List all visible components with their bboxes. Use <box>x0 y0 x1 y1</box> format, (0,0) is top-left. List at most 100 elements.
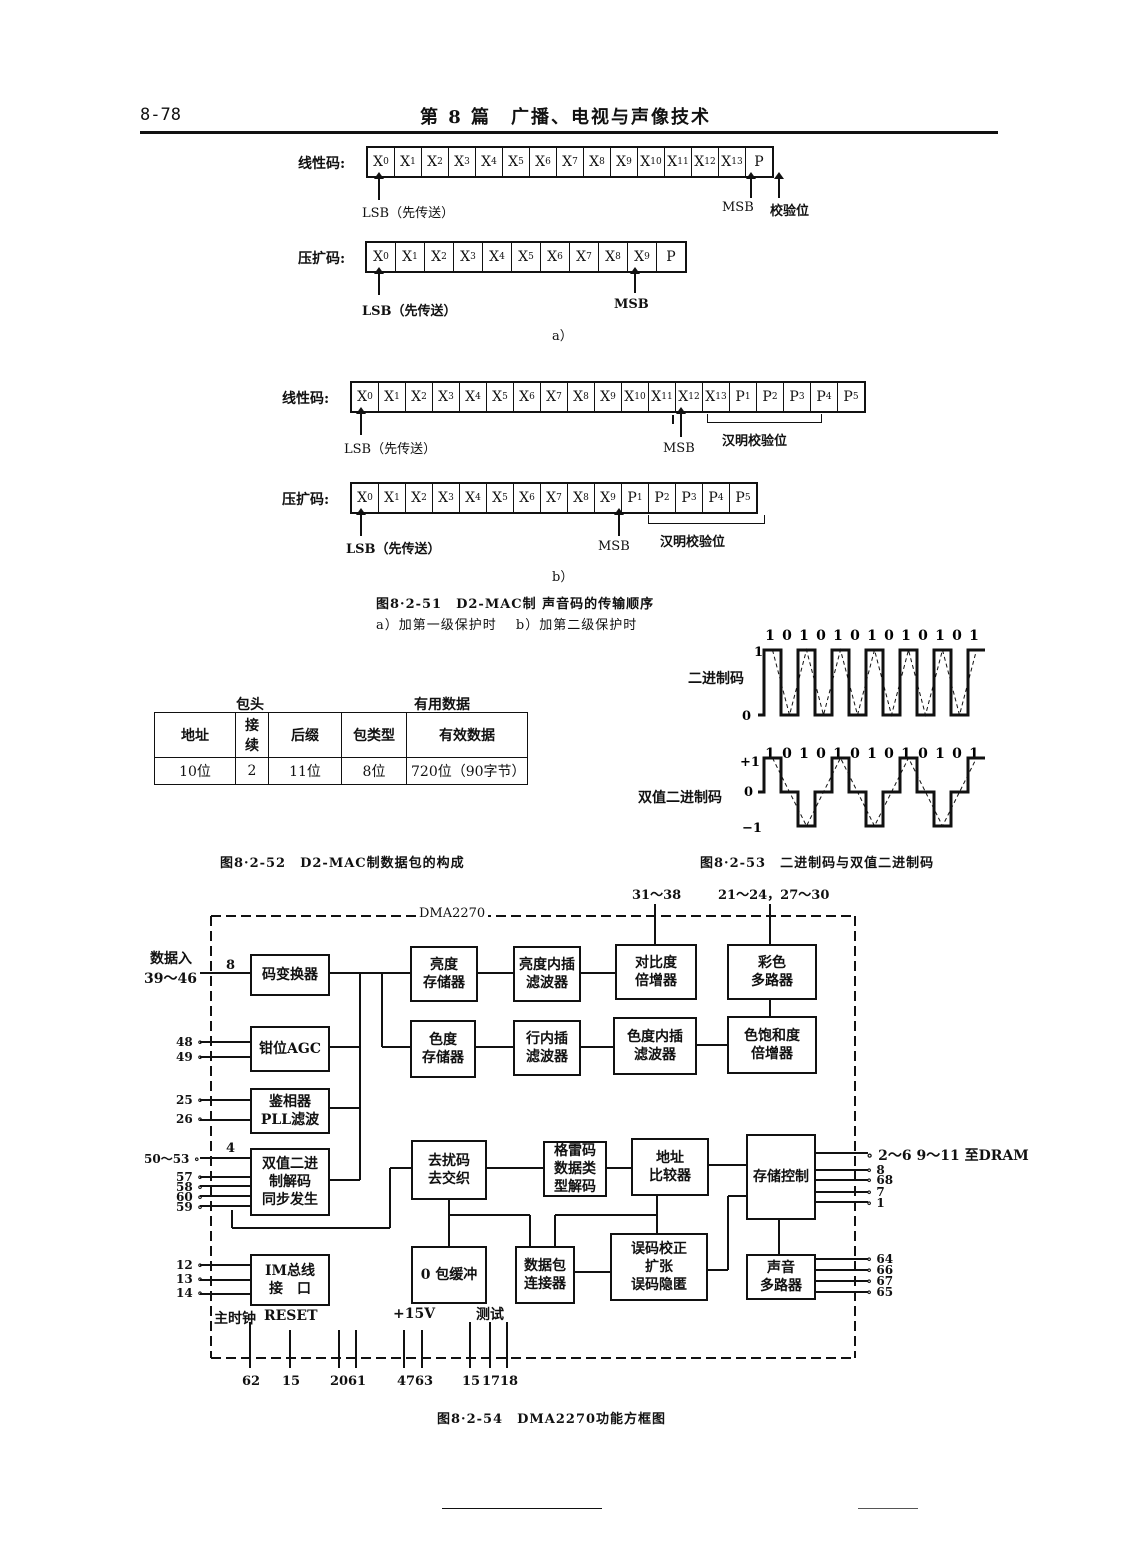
pin-right: ∘ 2～6 9～11 至DRAM <box>866 1148 1029 1164</box>
block-chroma-memory: 色度 存储器 <box>410 1020 476 1078</box>
col-suffix: 后缀 <box>268 712 342 758</box>
bit-cell: P <box>754 154 764 170</box>
packet-header-group: 包头 <box>236 697 264 713</box>
linear-code-label: 线性码: <box>298 156 346 172</box>
data-in-pins: 39～46 <box>144 971 197 987</box>
block-phase-detector: 鉴相器 PLL滤波 <box>250 1088 330 1134</box>
block-error-correction: 误码校正 扩张 误码隐匿 <box>610 1233 708 1301</box>
pin-left: 60 ∘ <box>176 1190 204 1204</box>
level-label: 0 <box>742 709 751 724</box>
cell-value: 8位 <box>341 757 407 785</box>
bit-label: 1 <box>867 628 877 644</box>
bit-label: 0 <box>952 628 962 644</box>
msb-arrow-icon <box>614 508 624 536</box>
pin-right: ∘ 68 <box>866 1173 894 1187</box>
bit-label: 0 <box>884 746 894 762</box>
pin-left: 14 ∘ <box>176 1286 204 1300</box>
page-number: 8-78 <box>140 105 181 125</box>
pin-left: 12 ∘ <box>176 1258 204 1272</box>
pin-left: 49 ∘ <box>176 1050 204 1064</box>
useful-data-group: 有用数据 <box>414 697 470 713</box>
lsb-arrow-icon <box>374 172 384 200</box>
pin-right: ∘ 7 <box>866 1185 885 1199</box>
lsb-label: LSB（先传送） <box>344 442 437 457</box>
msb-arrow-icon <box>676 407 686 437</box>
block-packet-linker: 数据包 连接器 <box>515 1246 575 1304</box>
block-memory-control: 存储控制 <box>746 1134 816 1220</box>
bit-label: 1 <box>833 628 843 644</box>
pin-right: ∘ 65 <box>866 1285 894 1299</box>
pin-bottom: 47 <box>397 1374 416 1389</box>
block-im-bus: IM总线 接 口 <box>250 1254 330 1306</box>
footer-rule <box>858 1508 918 1509</box>
bit-label: 1 <box>765 628 775 644</box>
msb-label: MSB <box>598 539 630 554</box>
block-contrast-multiplier: 对比度 倍增器 <box>615 944 697 1000</box>
data-in-label: 数据入 <box>150 951 192 967</box>
fig52-caption: 图8·2-52 D2-MAC制数据包的构成 <box>220 856 465 871</box>
msb-label: MSB <box>614 297 649 312</box>
bit-label: 1 <box>765 746 775 762</box>
pin-bottom: 15 <box>282 1374 301 1389</box>
bit-label: 1 <box>935 746 945 762</box>
pin-right: ∘ 64 <box>866 1252 894 1266</box>
hamming-brace <box>648 515 765 524</box>
bit-label: 0 <box>850 746 860 762</box>
level-label: 0 <box>744 785 753 800</box>
lsb-arrow-icon <box>374 267 384 295</box>
bus-width-8: 8 <box>226 958 236 973</box>
pin-right: ∘ 1 <box>866 1196 885 1210</box>
footer-rule <box>442 1508 602 1509</box>
clock-label: 主时钟 <box>214 1311 256 1327</box>
binary-waveform <box>758 648 985 717</box>
fig51-caption: 图8·2-51 D2-MAC制 声音码的传输顺序 <box>376 597 655 612</box>
compand-code-label: 压扩码: <box>282 492 330 508</box>
cell-value: 10位 <box>154 757 236 785</box>
pin-left: 58 ∘ <box>176 1180 204 1194</box>
pin-bottom: 61 <box>348 1374 367 1389</box>
supply-label: +15V <box>393 1306 436 1322</box>
pin-bottom: 18 <box>500 1374 519 1389</box>
hamming-label: 汉明校验位 <box>660 535 726 550</box>
block-gray-decoder: 格雷码 数据类 型解码 <box>543 1141 607 1197</box>
level-label: −1 <box>742 821 762 836</box>
pin-bottom: 62 <box>242 1374 261 1389</box>
block-duobinary-decoder: 双值二进 制解码 同步发生 <box>250 1148 330 1216</box>
bit-label: 0 <box>952 746 962 762</box>
duobinary-filtered-waveform <box>772 756 977 828</box>
fig53-caption: 图8·2-53 二进制码与双值二进制码 <box>700 856 935 871</box>
lsb-arrow-icon <box>356 407 366 435</box>
lsb-label: LSB（先传送） <box>362 304 457 319</box>
bit-label: 0 <box>816 746 826 762</box>
hamming-brace <box>707 414 822 423</box>
cell-value: 720位（90字节） <box>406 757 528 785</box>
